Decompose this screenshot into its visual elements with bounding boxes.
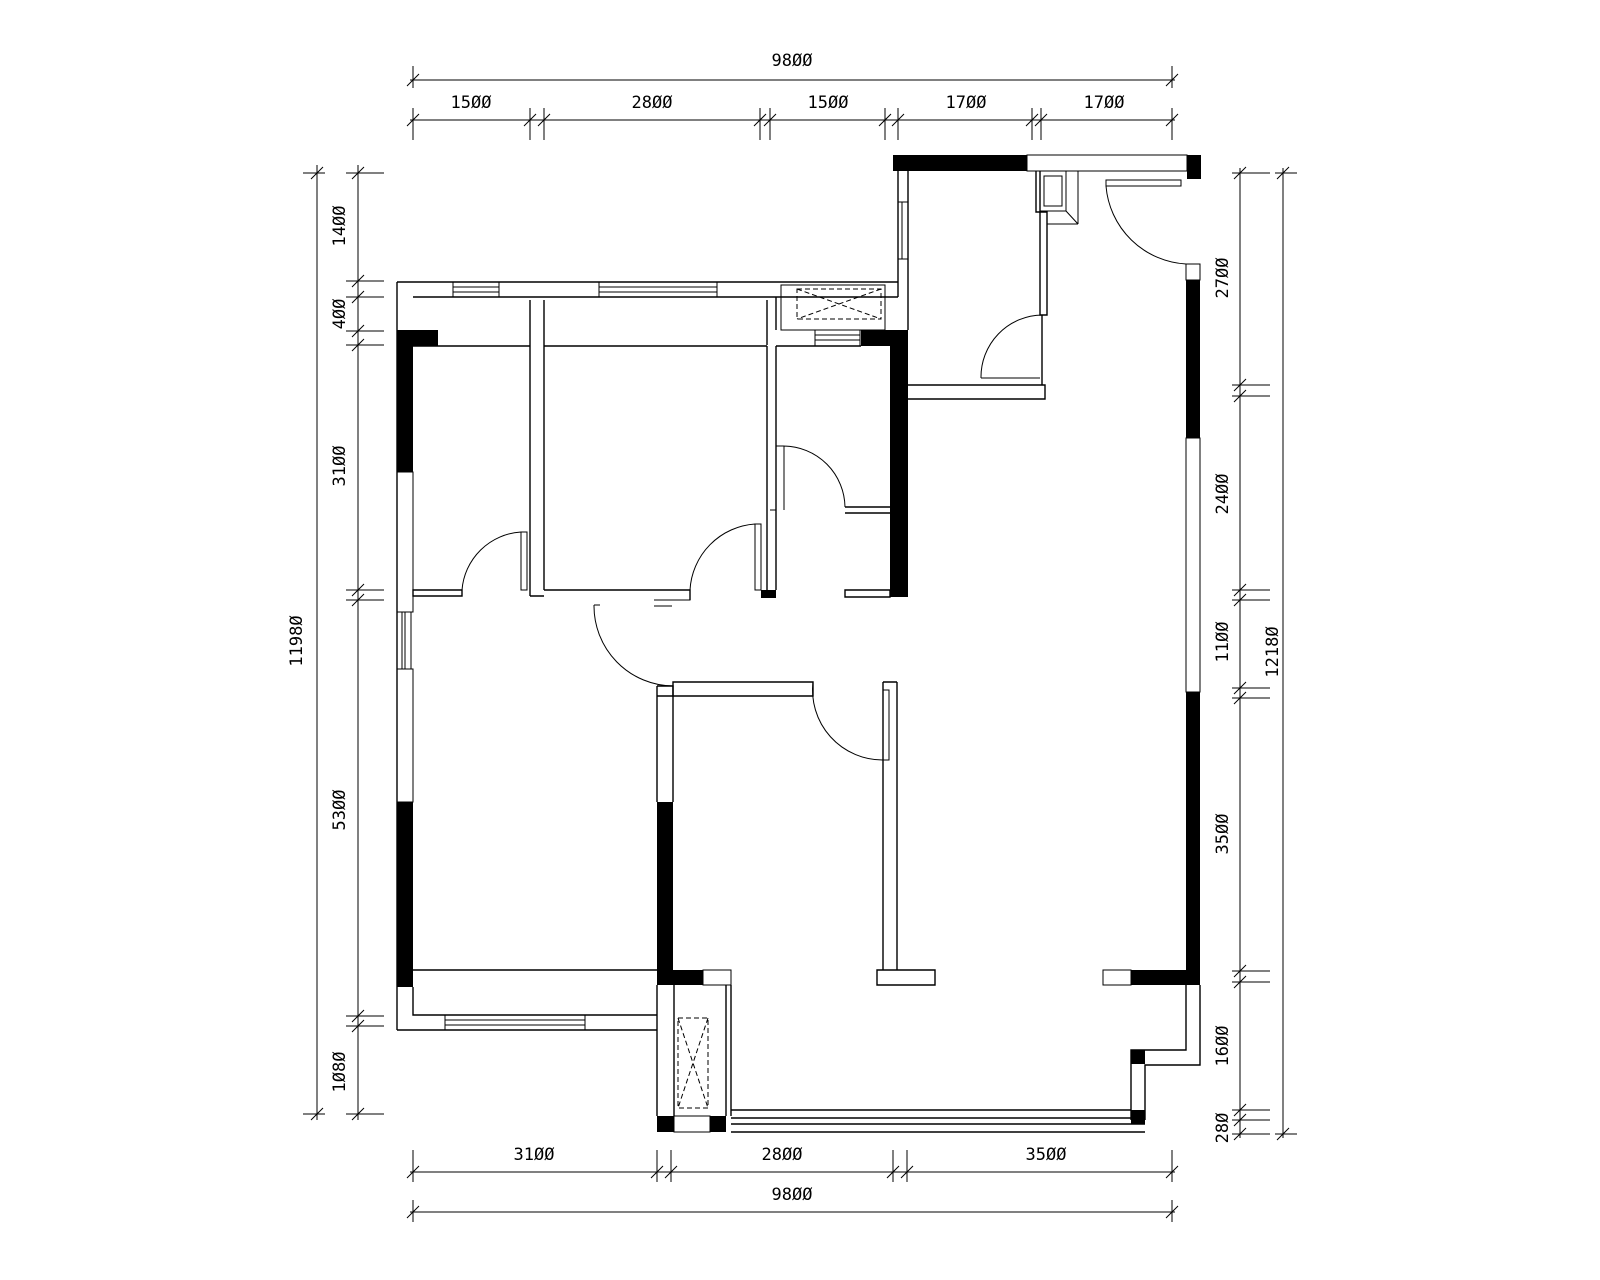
dim-right-segment-2: 24ØØ <box>1213 474 1233 515</box>
dim-right-total: 1218Ø <box>1263 626 1283 677</box>
dim-top-segment-5: 17ØØ <box>1084 93 1125 113</box>
right-dimensions: 1218Ø 27ØØ 24ØØ 11ØØ 35ØØ 16ØØ 28Ø <box>1213 166 1297 1144</box>
dim-left-segment-3: 31ØØ <box>330 446 350 487</box>
dim-left-segment-2: 4ØØ <box>330 299 350 330</box>
dim-bottom-total: 98ØØ <box>772 1185 813 1205</box>
dim-bottom-segment-3: 35ØØ <box>1026 1145 1067 1165</box>
dim-left-total: 1198Ø <box>287 615 307 666</box>
dim-top-segment-3: 15ØØ <box>808 93 849 113</box>
top-dimensions: 98ØØ 15ØØ 28ØØ 15ØØ 17ØØ 17ØØ <box>406 51 1179 140</box>
bottom-dimensions: 31ØØ 28ØØ 35ØØ 98ØØ <box>406 1145 1179 1222</box>
dim-top-total: 98ØØ <box>772 51 813 71</box>
dim-right-segment-6: 28Ø <box>1213 1113 1233 1144</box>
walls <box>396 154 1201 1133</box>
left-dimensions: 1198Ø 14ØØ 4ØØ 31ØØ 53ØØ 1Ø8Ø <box>287 165 384 1121</box>
dim-bottom-segment-2: 28ØØ <box>762 1145 803 1165</box>
dim-right-segment-1: 27ØØ <box>1213 258 1233 299</box>
dim-left-segment-5: 1Ø8Ø <box>330 1052 350 1093</box>
dim-bottom-segment-1: 31ØØ <box>514 1145 555 1165</box>
dim-left-segment-4: 53ØØ <box>330 790 350 831</box>
dim-right-segment-3: 11ØØ <box>1213 622 1233 663</box>
dim-left-segment-1: 14ØØ <box>330 206 350 247</box>
dim-right-segment-4: 35ØØ <box>1213 814 1233 855</box>
dim-top-segment-1: 15ØØ <box>451 93 492 113</box>
dim-top-segment-4: 17ØØ <box>946 93 987 113</box>
dim-top-segment-2: 28ØØ <box>632 93 673 113</box>
dim-right-segment-5: 16ØØ <box>1213 1026 1233 1067</box>
